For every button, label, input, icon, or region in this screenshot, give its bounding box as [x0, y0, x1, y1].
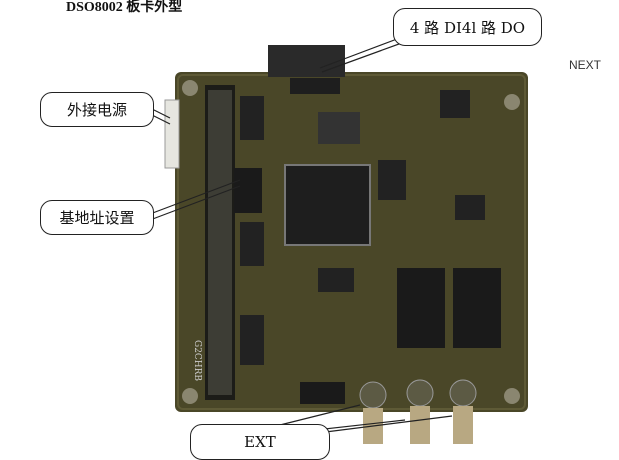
fpga-chip	[284, 164, 371, 246]
callout-address: 基地址设置	[40, 200, 154, 235]
mount-hole	[504, 388, 520, 404]
callout-ext: EXT	[190, 424, 330, 460]
callout-power: 外接电源	[40, 92, 154, 127]
relay-k3	[453, 308, 501, 348]
page-title: DSO8002 板卡外型	[66, 0, 183, 15]
ic-u6	[378, 160, 406, 200]
power-connector	[164, 99, 180, 169]
ic-u1	[240, 96, 264, 140]
relay-k4	[453, 268, 501, 308]
ic-right	[455, 195, 485, 220]
next-link[interactable]: NEXT	[569, 58, 602, 72]
board-photo: G2CHRB	[149, 35, 528, 444]
ic-u11	[318, 268, 354, 292]
sma-connectors	[359, 379, 477, 444]
mount-hole	[504, 94, 520, 110]
ic-u2	[240, 222, 264, 266]
mount-hole	[182, 388, 198, 404]
jp2-header	[300, 382, 345, 404]
callout-power-text: 外接电源	[66, 101, 127, 119]
oscillator	[318, 112, 360, 144]
relay-k2	[397, 268, 445, 308]
callout-dio-text: 4 路 DI4l 路 DO	[409, 18, 526, 37]
ic-u3	[240, 315, 264, 365]
ic-u4	[440, 90, 470, 118]
callout-ext-text: EXT	[244, 433, 276, 451]
address-jumper	[234, 168, 262, 213]
relay-k1	[397, 308, 445, 348]
mount-hole	[182, 80, 198, 96]
callout-address-text: 基地址设置	[59, 209, 135, 227]
top-connector	[268, 45, 345, 77]
callout-dio: 4 路 DI4l 路 DO	[393, 8, 542, 46]
board-silkscreen: G2CHRB	[192, 340, 202, 381]
